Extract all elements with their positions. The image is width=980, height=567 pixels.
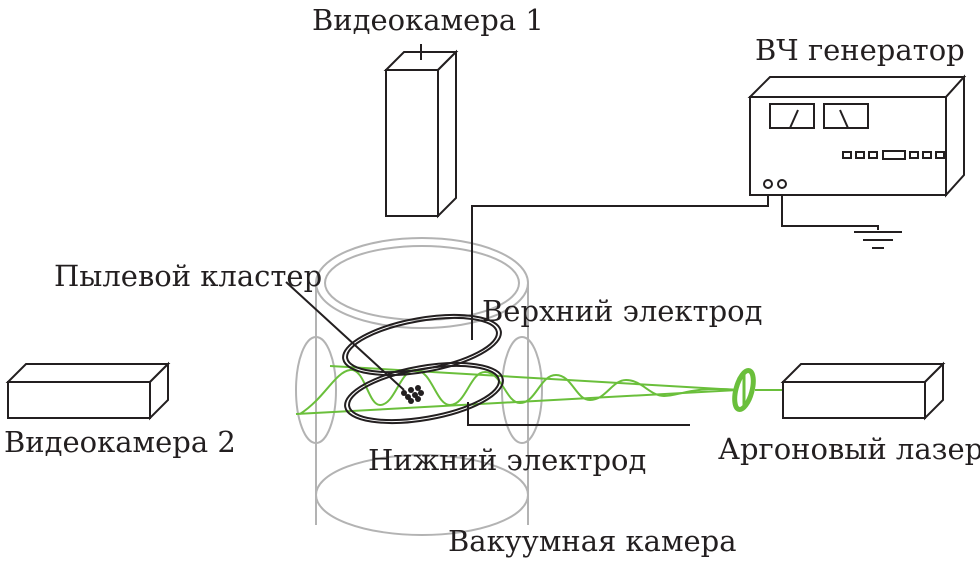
camera-2-label: Видеокамера 2 bbox=[4, 425, 236, 459]
rf-generator bbox=[747, 74, 967, 198]
argon-laser bbox=[780, 361, 946, 421]
laser-lens bbox=[732, 368, 756, 412]
video-camera-1 bbox=[383, 44, 459, 219]
video-camera-2 bbox=[5, 361, 171, 421]
vacuum-chamber-label: Вакуумная камера bbox=[448, 524, 737, 558]
argon-laser-label: Аргоновый лазер bbox=[718, 432, 980, 466]
camera-1-label: Видеокамера 1 bbox=[312, 3, 544, 37]
laser-sheet bbox=[295, 365, 790, 415]
rf-generator-label: ВЧ генератор bbox=[755, 33, 965, 67]
lower-electrode bbox=[344, 361, 504, 425]
vacuum-chamber bbox=[295, 237, 543, 536]
dust-cluster-leader bbox=[285, 281, 405, 391]
upper-electrode-label: Верхний электрод bbox=[482, 294, 763, 328]
lower-electrode-label: Нижний электрод bbox=[368, 443, 647, 477]
dust-cluster-label: Пылевой кластер bbox=[54, 259, 323, 293]
dust-cluster bbox=[401, 385, 424, 404]
